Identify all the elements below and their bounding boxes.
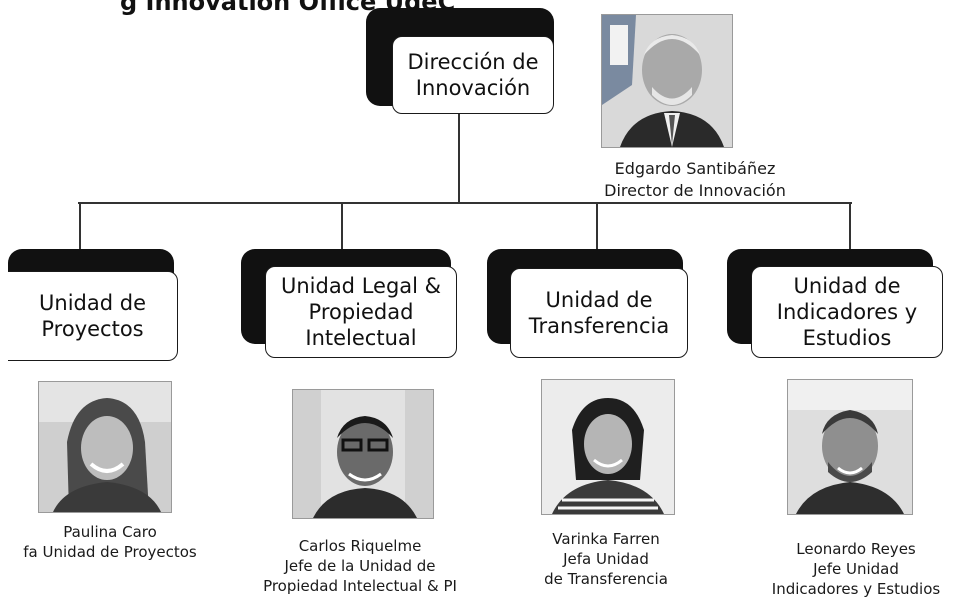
root-box-label-line-1: Dirección de <box>407 50 539 74</box>
unit-2-label-line-1: Unidad Legal & <box>280 274 442 298</box>
unit-4-person-role-line-2: Indicadores y Estudios <box>771 580 941 598</box>
unit-1-person-photo <box>38 381 172 513</box>
unit-2-label-line-2: Propiedad <box>308 300 414 324</box>
portrait-photo-icon <box>39 382 171 512</box>
unit-1-person-name: Paulina Caro <box>63 523 157 541</box>
unit-2-box-face: Unidad Legal & Propiedad Intelectual <box>265 266 457 358</box>
unit-2-person-caption: Carlos Riquelme Jefe de la Unidad de Pro… <box>240 536 480 596</box>
unit-4-person-photo <box>787 379 913 515</box>
unit-3-label-line-2: Transferencia <box>528 314 670 338</box>
portrait-photo-icon <box>542 380 674 514</box>
unit-3-label-line-1: Unidad de <box>545 288 653 312</box>
unit-1-box-face: Unidad de Proyectos <box>8 271 178 361</box>
unit-3-person-role-line-2: de Transferencia <box>544 570 668 588</box>
unit-3-person-name: Varinka Farren <box>552 530 660 548</box>
director-name: Edgardo Santibáñez <box>614 159 776 178</box>
unit-3-box-face: Unidad de Transferencia <box>510 268 688 358</box>
unit-4-label-line-1: Unidad de <box>793 274 901 298</box>
unit-1-person-caption: Paulina Caro fa Unidad de Proyectos <box>10 522 210 562</box>
root-box-label-line-2: Innovación <box>415 76 531 100</box>
unit-2-person-name: Carlos Riquelme <box>298 537 422 555</box>
unit-2-person-role-line-1: Jefe de la Unidad de <box>284 557 436 575</box>
unit-4-label-line-3: Estudios <box>802 326 892 350</box>
unit-4-label-line-2: Indicadores y <box>776 300 918 324</box>
root-box-face: Dirección de Innovación <box>392 36 554 114</box>
unit-4-person-role-line-1: Jefe Unidad <box>813 560 899 578</box>
unit-3-person-photo <box>541 379 675 515</box>
unit-2-label-line-3: Intelectual <box>305 326 417 350</box>
portrait-photo-icon <box>788 380 912 514</box>
unit-2-person-photo <box>292 389 434 519</box>
unit-3-person-caption: Varinka Farren Jefa Unidad de Transferen… <box>506 529 706 589</box>
director-photo <box>601 14 733 148</box>
unit-1-person-role: fa Unidad de Proyectos <box>23 543 197 561</box>
unit-1-label-line-1: Unidad de <box>39 291 146 315</box>
unit-4-person-caption: Leonardo Reyes Jefe Unidad Indicadores y… <box>758 539 954 599</box>
portrait-photo-icon <box>602 15 732 147</box>
unit-4-person-name: Leonardo Reyes <box>796 540 916 558</box>
unit-3-person-role-line-1: Jefa Unidad <box>563 550 649 568</box>
director-caption: Edgardo Santibáñez Director de Innovació… <box>580 158 810 202</box>
unit-2-person-role-line-2: Propiedad Intelectual & PI <box>263 577 457 595</box>
unit-1-label-line-2: Proyectos <box>41 317 144 341</box>
unit-4-box-face: Unidad de Indicadores y Estudios <box>751 266 943 358</box>
director-role: Director de Innovación <box>604 181 786 200</box>
portrait-photo-icon <box>293 390 433 518</box>
